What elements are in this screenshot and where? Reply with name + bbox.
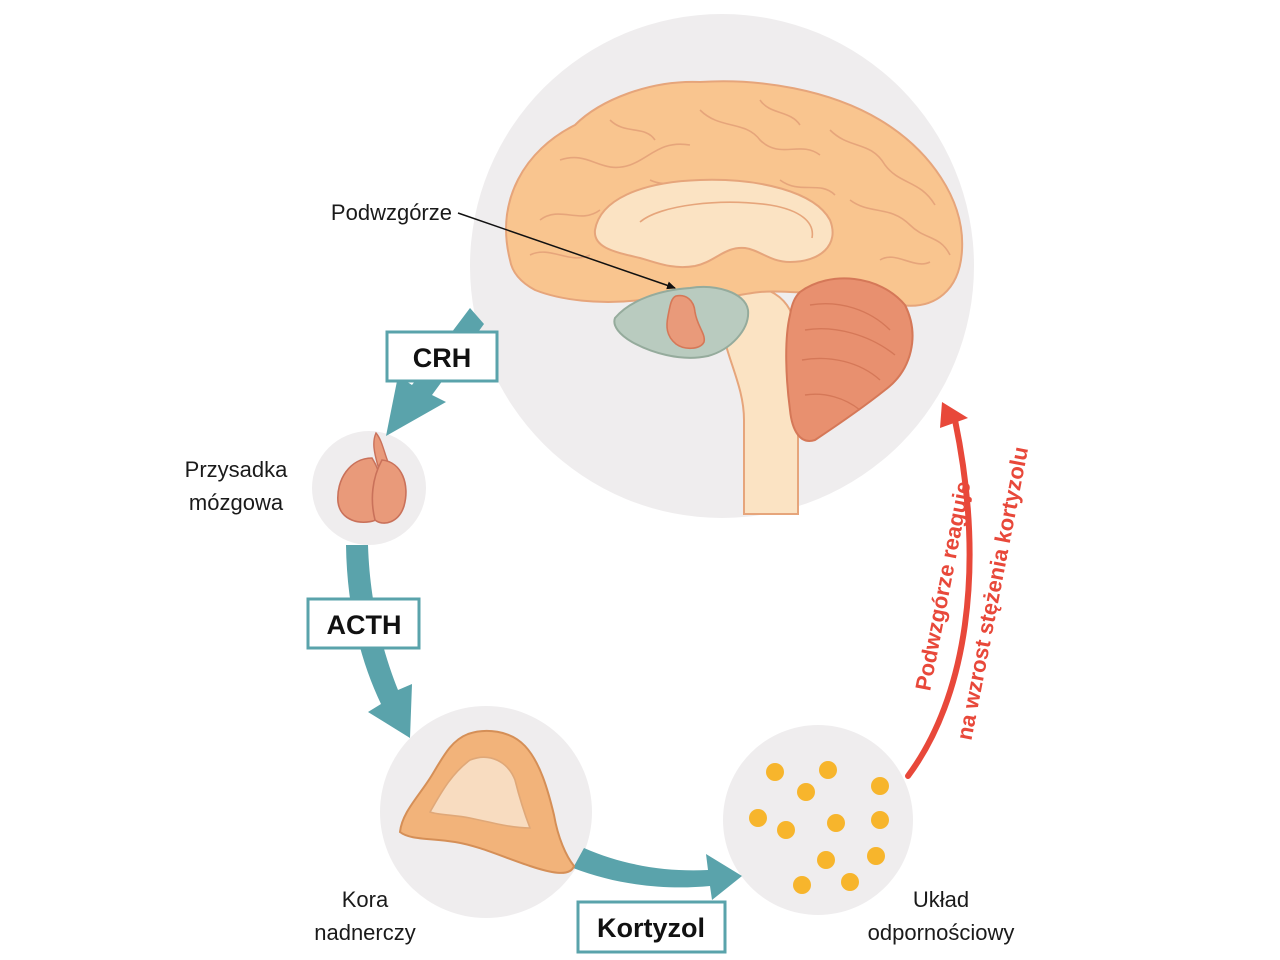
immune-cell (841, 873, 859, 891)
cortisol-label: Kortyzol (597, 913, 705, 943)
adrenal-label-line2: nadnerczy (314, 920, 416, 945)
immune-cell (871, 777, 889, 795)
immune-cell (797, 783, 815, 801)
feedback-arrow-shaft (905, 417, 973, 779)
immune-cell (871, 811, 889, 829)
acth-box (306, 597, 421, 650)
immune-cell (819, 761, 837, 779)
cortisol-box (576, 900, 727, 954)
immune-cells (749, 761, 889, 894)
pituitary-label-line1: Przysadka (185, 457, 288, 482)
cerebellum (785, 277, 914, 442)
pituitary-right-lobe (371, 459, 407, 524)
acth-label: ACTH (327, 610, 402, 640)
immune-cell (827, 814, 845, 832)
cerebellum-folds (801, 303, 896, 411)
immune-cell (793, 876, 811, 894)
adrenal-gland (398, 729, 576, 874)
crh-label: CRH (413, 343, 472, 373)
pituitary-label-line2: mózgowa (189, 490, 284, 515)
hypothalamus-structure (666, 294, 706, 350)
hypothalamus-pointer (457, 212, 676, 290)
hypothalamus-label: Podwzgórze (331, 200, 452, 225)
immune-cell (867, 847, 885, 865)
feedback-arrow-head (940, 402, 968, 428)
brain-inner (593, 178, 834, 268)
crh-box (385, 330, 499, 383)
adrenal-label-line1: Kora (342, 887, 389, 912)
corpus-callosum-line (639, 201, 814, 239)
pituitary-gland (337, 431, 407, 524)
immune-cell (749, 809, 767, 827)
immune-cell (817, 851, 835, 869)
immune-label-line1: Układ (913, 887, 969, 912)
immune-cell (766, 763, 784, 781)
hormone-crh: CRH (385, 330, 499, 383)
hormone-acth: ACTH (306, 597, 421, 650)
brain-illustration (457, 80, 964, 515)
hormone-cortisol: Kortyzol (576, 900, 727, 954)
immune-label-line2: odpornościowy (868, 920, 1015, 945)
feedback-arrow (905, 402, 973, 779)
adrenal-inner (428, 756, 532, 829)
cortisol-arrow (573, 848, 742, 900)
immune-cell (777, 821, 795, 839)
